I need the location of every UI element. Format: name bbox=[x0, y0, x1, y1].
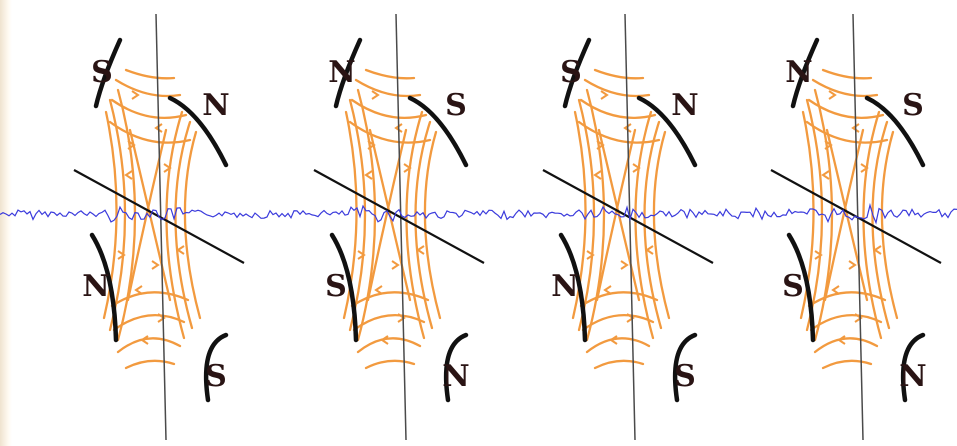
pole-label-upper-right: N bbox=[671, 88, 699, 123]
pole-label-lower-right: S bbox=[205, 359, 227, 394]
pole-face-upper-left bbox=[562, 37, 592, 109]
pole-label-upper-right: N bbox=[202, 88, 230, 123]
field-arrow bbox=[357, 250, 366, 260]
pole-face-lower-left bbox=[558, 232, 588, 343]
pole-label-lower-right: S bbox=[674, 359, 696, 394]
pole-label-lower-left: N bbox=[551, 269, 579, 304]
field-arrow bbox=[623, 123, 632, 133]
pole-label-upper-left: N bbox=[785, 55, 813, 90]
field-lines bbox=[571, 68, 671, 370]
field-arrow bbox=[831, 285, 840, 295]
field-arrow bbox=[821, 170, 830, 180]
field-arrow bbox=[620, 260, 629, 270]
pole-face-lower-left bbox=[329, 232, 359, 343]
quadrupole-panel-4 bbox=[770, 13, 942, 441]
field-arrow bbox=[397, 313, 406, 323]
field-lines bbox=[799, 68, 899, 370]
pole-face-lower-left bbox=[786, 232, 816, 343]
field-arrow bbox=[176, 245, 185, 255]
field-arrow bbox=[600, 90, 609, 100]
field-arrow bbox=[131, 90, 140, 100]
pole-label-upper-left: S bbox=[560, 55, 582, 90]
quadrupole-panel-3 bbox=[542, 13, 714, 441]
pole-face-upper-left bbox=[790, 37, 820, 109]
field-arrow bbox=[127, 140, 136, 150]
pole-face-lower-right bbox=[900, 332, 926, 403]
vertical-axis-line bbox=[624, 13, 636, 441]
vertical-axis-line bbox=[155, 13, 167, 441]
field-arrow bbox=[828, 90, 837, 100]
field-arrow bbox=[837, 335, 846, 345]
field-lines bbox=[342, 68, 442, 370]
field-arrow bbox=[371, 90, 380, 100]
pole-label-lower-left: S bbox=[782, 269, 804, 304]
pole-label-upper-left: N bbox=[328, 55, 356, 90]
field-arrow bbox=[416, 245, 425, 255]
field-arrow bbox=[391, 260, 400, 270]
pole-face-upper-left bbox=[333, 37, 363, 109]
field-arrow bbox=[593, 170, 602, 180]
field-arrow bbox=[374, 285, 383, 295]
field-arrow bbox=[151, 260, 160, 270]
field-arrow bbox=[154, 123, 163, 133]
field-arrow bbox=[124, 170, 133, 180]
pole-face-upper-right bbox=[167, 95, 229, 168]
pole-face-upper-right bbox=[636, 95, 698, 168]
field-arrow bbox=[367, 140, 376, 150]
pole-face-lower-right bbox=[443, 332, 469, 403]
field-arrow bbox=[860, 163, 869, 173]
field-arrow bbox=[609, 335, 618, 345]
pole-face-lower-left bbox=[89, 232, 119, 343]
vertical-axis-line bbox=[395, 13, 407, 441]
pole-label-lower-right: N bbox=[899, 359, 927, 394]
vertical-axis-line bbox=[852, 13, 864, 441]
diagonal-line bbox=[313, 169, 485, 264]
field-arrow bbox=[596, 140, 605, 150]
field-arrow bbox=[134, 285, 143, 295]
pole-label-lower-right: N bbox=[442, 359, 470, 394]
field-arrow bbox=[140, 335, 149, 345]
field-arrow bbox=[394, 123, 403, 133]
signal-trace bbox=[0, 202, 957, 225]
field-arrow bbox=[603, 285, 612, 295]
field-arrow bbox=[645, 245, 654, 255]
field-arrow bbox=[626, 313, 635, 323]
field-lines bbox=[102, 68, 202, 370]
quadrupole-panel-1 bbox=[73, 13, 245, 441]
field-arrow bbox=[157, 313, 166, 323]
pole-face-lower-right bbox=[203, 332, 229, 403]
pole-label-upper-right: S bbox=[445, 88, 467, 123]
field-arrow bbox=[814, 250, 823, 260]
field-arrow bbox=[854, 313, 863, 323]
pole-face-upper-right bbox=[864, 95, 926, 168]
field-arrow bbox=[403, 163, 412, 173]
field-arrow bbox=[586, 250, 595, 260]
pole-label-upper-left: S bbox=[91, 55, 113, 90]
field-arrow bbox=[632, 163, 641, 173]
field-arrow bbox=[824, 140, 833, 150]
pole-label-upper-right: S bbox=[902, 88, 924, 123]
pole-face-lower-right bbox=[672, 332, 698, 403]
pole-face-upper-right bbox=[407, 95, 469, 168]
field-arrow bbox=[163, 163, 172, 173]
field-arrow bbox=[851, 123, 860, 133]
pole-label-lower-left: S bbox=[325, 269, 347, 304]
field-arrow bbox=[364, 170, 373, 180]
pole-label-lower-left: N bbox=[82, 269, 110, 304]
quadrupole-panel-2 bbox=[313, 13, 485, 441]
field-arrow bbox=[873, 245, 882, 255]
diagonal-line bbox=[542, 169, 714, 264]
field-arrow bbox=[848, 260, 857, 270]
pole-face-upper-left bbox=[93, 37, 123, 109]
field-arrow bbox=[117, 250, 126, 260]
field-arrow bbox=[380, 335, 389, 345]
